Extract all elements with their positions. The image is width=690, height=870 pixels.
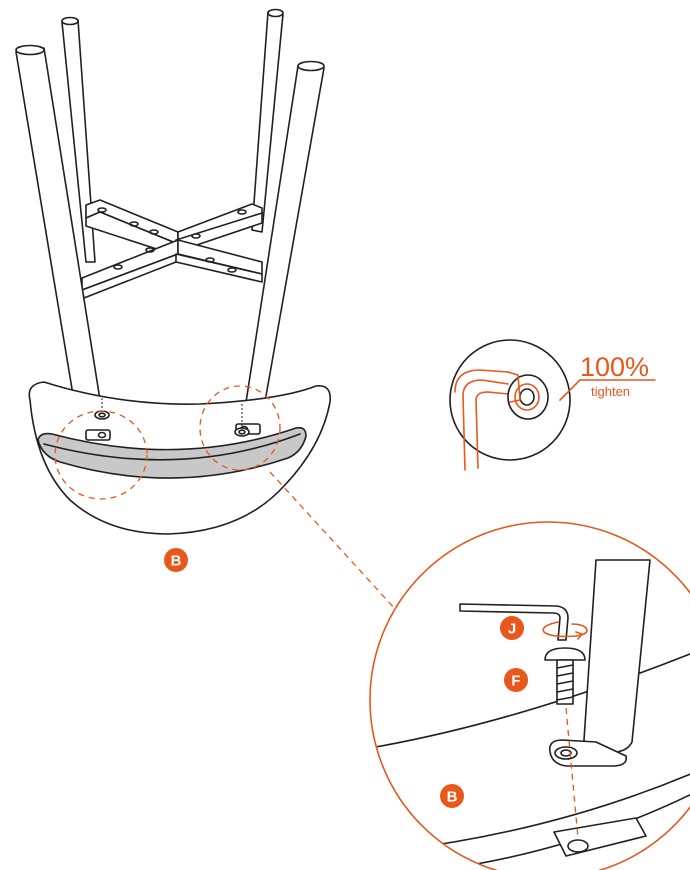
hex-key-badge: J bbox=[500, 616, 524, 640]
seat-badge-detail: B bbox=[440, 784, 464, 808]
detail-callout-right bbox=[199, 385, 281, 471]
hex-key-j bbox=[459, 603, 569, 641]
seat-bracket-rail bbox=[37, 426, 307, 479]
torque-icon: 100% tighten bbox=[449, 339, 656, 471]
detail-callout-left bbox=[54, 410, 148, 500]
detail-zoom-border bbox=[369, 521, 690, 870]
torque-label: tighten bbox=[591, 384, 630, 399]
bolt-f bbox=[544, 647, 586, 705]
bolt-badge: F bbox=[504, 668, 528, 692]
detail-zoom-view bbox=[370, 559, 690, 870]
torque-percent: 100% bbox=[580, 352, 649, 382]
chair-frame-illustration bbox=[15, 8, 325, 433]
leg-front-right bbox=[241, 65, 325, 433]
seat-badge-main: B bbox=[164, 548, 188, 572]
detail-leg bbox=[583, 559, 651, 754]
svg-text:J: J bbox=[508, 621, 516, 638]
svg-text:B: B bbox=[447, 789, 458, 806]
rotation-arrow-icon bbox=[542, 621, 588, 638]
seat-shell-illustration bbox=[28, 381, 332, 535]
detail-seat-slot bbox=[553, 817, 647, 857]
detail-callout-leader bbox=[269, 471, 397, 611]
svg-text:F: F bbox=[511, 673, 520, 690]
svg-text:B: B bbox=[171, 553, 182, 570]
